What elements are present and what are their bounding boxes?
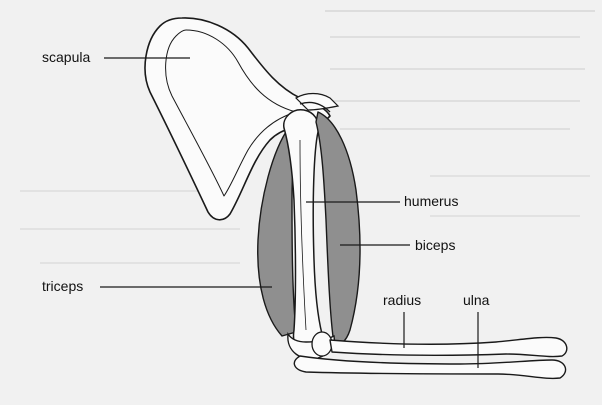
- scapula-label: scapula: [42, 49, 90, 65]
- biceps-muscle: [316, 112, 360, 344]
- radius-bone: [330, 337, 567, 356]
- radius-head: [312, 332, 332, 356]
- triceps-label: triceps: [42, 278, 83, 294]
- radius-label: radius: [383, 292, 421, 308]
- ulna-bone: [294, 356, 565, 378]
- humerus-label: humerus: [404, 193, 458, 209]
- biceps-label: biceps: [415, 237, 455, 253]
- ulna-label: ulna: [463, 292, 489, 308]
